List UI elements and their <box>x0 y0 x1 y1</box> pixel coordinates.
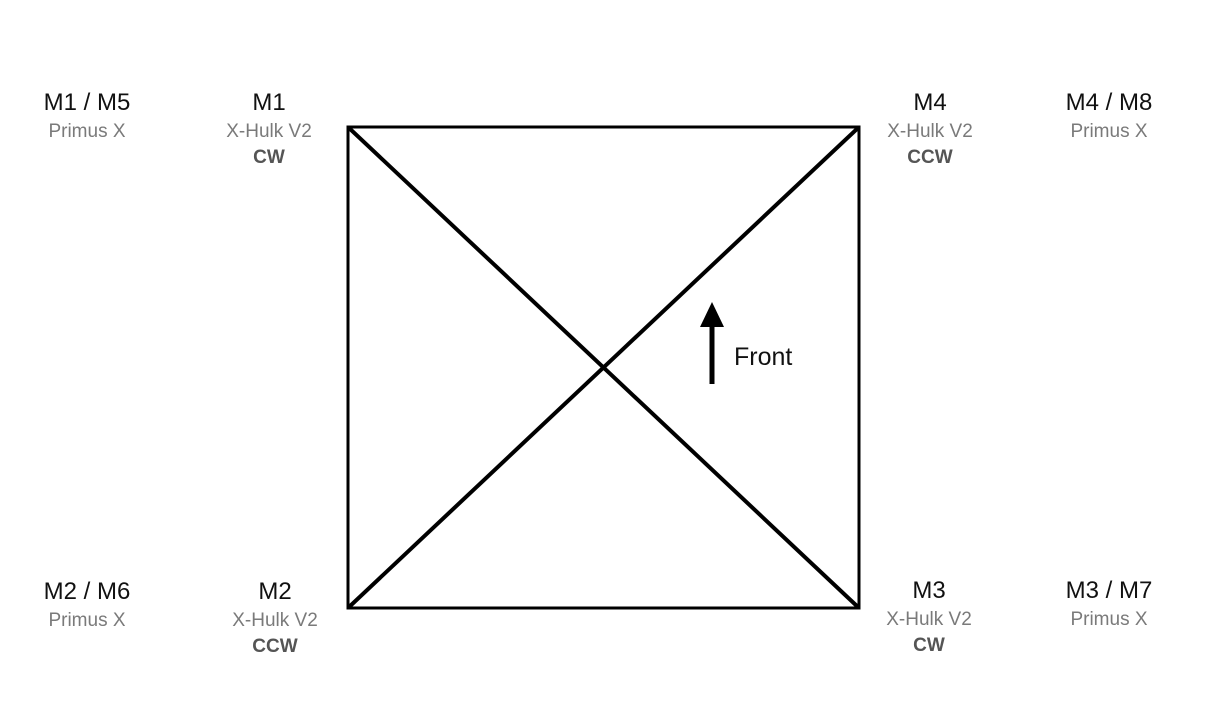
frame-diagonal-bl-tr <box>346 125 861 610</box>
front-label: Front <box>734 343 793 371</box>
motor-label-inner-bottom-right: M3 X-Hulk V2 CW <box>859 577 999 656</box>
front-arrow-head <box>700 302 724 327</box>
motor-label-outer-top-left: M1 / M5 Primus X <box>17 89 157 142</box>
motor-name: M2 / M6 <box>43 578 131 605</box>
motor-model: Primus X <box>1070 121 1148 142</box>
motor-name: M3 <box>912 577 946 604</box>
motor-name: M2 <box>258 578 292 605</box>
motor-direction: CW <box>913 635 945 656</box>
motor-name: M3 / M7 <box>1065 577 1153 604</box>
motor-label-outer-bottom-left: M2 / M6 Primus X <box>17 578 157 631</box>
motor-model: X-Hulk V2 <box>232 610 318 631</box>
frame-square <box>346 125 861 610</box>
motor-name: M4 <box>913 89 947 116</box>
motor-label-inner-bottom-left: M2 X-Hulk V2 CCW <box>205 578 345 657</box>
motor-label-inner-top-left: M1 X-Hulk V2 CW <box>199 89 339 168</box>
motor-direction: CW <box>253 147 285 168</box>
motor-model: Primus X <box>48 610 126 631</box>
motor-model: X-Hulk V2 <box>887 121 973 142</box>
motor-direction: CCW <box>252 636 298 657</box>
motor-model: X-Hulk V2 <box>886 609 972 630</box>
motor-name: M4 / M8 <box>1065 89 1153 116</box>
motor-label-inner-top-right: M4 X-Hulk V2 CCW <box>860 89 1000 168</box>
motor-model: X-Hulk V2 <box>226 121 312 142</box>
motor-name: M1 / M5 <box>43 89 131 116</box>
motor-label-outer-top-right: M4 / M8 Primus X <box>1039 89 1179 142</box>
motor-direction: CCW <box>907 147 953 168</box>
motor-label-outer-bottom-right: M3 / M7 Primus X <box>1039 577 1179 630</box>
motor-name: M1 <box>252 89 286 116</box>
motor-model: Primus X <box>1070 609 1148 630</box>
motor-model: Primus X <box>48 121 126 142</box>
